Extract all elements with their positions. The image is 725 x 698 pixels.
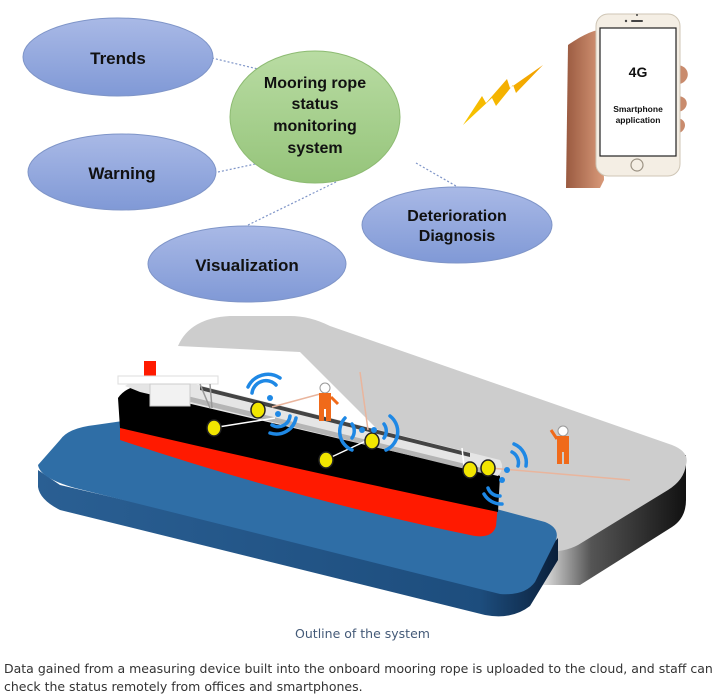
ship-bridge: [117, 375, 219, 385]
node-trends-label: Trends: [90, 49, 146, 68]
lightning-bolt-icon: [463, 65, 543, 125]
node-warning: Warning: [27, 133, 217, 211]
smartphone-in-hand: 4G Smartphone application: [566, 13, 688, 188]
sensor-2: [206, 419, 222, 437]
worker-figure-2: [549, 425, 569, 464]
phone-screen: [599, 27, 677, 157]
system-outline-figure: Trends Warning Visualization Deteriorati…: [22, 13, 688, 617]
ship-hull-black: [118, 385, 500, 512]
center-label-line3: monitoring: [273, 118, 357, 135]
sensor-6: [480, 459, 496, 477]
node-deterioration-diagnosis: Deterioration Diagnosis: [361, 186, 553, 264]
node-deterioration-label-line2: Diagnosis: [419, 228, 496, 245]
connector-warning: [217, 162, 261, 173]
sensor-4: [318, 451, 334, 469]
wifi-signal-icon: [504, 442, 529, 473]
node-trends: Trends: [22, 17, 214, 97]
worker-figure-1: [319, 382, 340, 421]
node-visualization-label: Visualization: [195, 256, 299, 275]
connector-visualization: [247, 181, 337, 226]
phone-network-label: 4G: [629, 64, 648, 80]
node-warning-label: Warning: [88, 164, 155, 183]
sensor-5: [462, 461, 478, 479]
wifi-signal-icon: [246, 372, 282, 401]
node-deterioration-label-line1: Deterioration: [407, 208, 507, 225]
phone-app-label-line2: application: [616, 115, 661, 125]
rope-sensors: [206, 401, 496, 479]
connector-lines: [211, 57, 457, 226]
phone-home-button: [630, 158, 644, 172]
wifi-signal-icon: [268, 411, 298, 436]
ship-funnel: [144, 361, 156, 376]
quay-wharf: [178, 316, 687, 585]
center-label-line2: status: [291, 96, 338, 113]
figure-caption: Outline of the system: [295, 626, 430, 641]
center-label-line1: Mooring rope: [264, 75, 366, 92]
hand-icon: [566, 30, 604, 188]
connector-deterioration: [415, 162, 457, 187]
sensor-3: [364, 432, 380, 450]
node-visualization: Visualization: [147, 225, 347, 303]
figure-description: Data gained from a measuring device buil…: [4, 661, 713, 694]
ship: [117, 361, 503, 537]
water-basin: [38, 420, 558, 617]
connector-trends: [211, 57, 263, 71]
center-label-line4: system: [287, 140, 342, 157]
wifi-signal-icon: [337, 414, 400, 452]
wireless-signals: [246, 372, 529, 506]
phone-app-label-line1: Smartphone: [613, 104, 663, 114]
wifi-signal-icon: [482, 477, 505, 506]
sensor-1: [250, 401, 266, 419]
node-center-system: Mooring rope status monitoring system: [229, 50, 401, 184]
